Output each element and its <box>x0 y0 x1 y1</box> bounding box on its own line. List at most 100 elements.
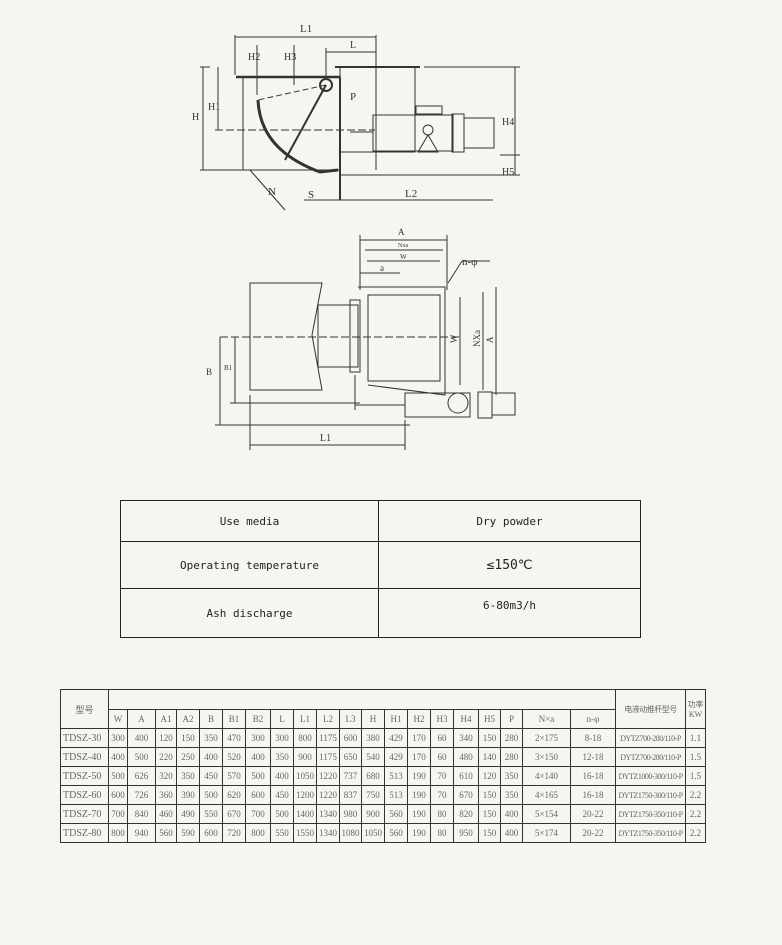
value-cell: 560 <box>384 823 408 843</box>
value-cell: 20-22 <box>570 804 616 824</box>
column-header: A2 <box>176 709 200 729</box>
value-cell: 837 <box>339 785 362 805</box>
value-cell: 470 <box>222 728 246 748</box>
model-cell: TDSZ-50 <box>60 766 109 786</box>
value-cell: 250 <box>176 747 200 767</box>
value-cell: 4×165 <box>522 785 571 805</box>
value-cell: 3×150 <box>522 747 571 767</box>
value-cell: 480 <box>453 747 479 767</box>
value-cell: 1175 <box>316 728 340 748</box>
value-cell: 170 <box>407 728 431 748</box>
value-cell: 750 <box>361 785 385 805</box>
drawing-label: H4 <box>502 117 514 128</box>
value-cell: 670 <box>222 804 246 824</box>
value-cell: 650 <box>339 747 362 767</box>
motor-cell: DYTZ700-280/110-P <box>615 747 686 767</box>
column-header: H4 <box>453 709 479 729</box>
value-cell: 170 <box>407 747 431 767</box>
value-cell: 737 <box>339 766 362 786</box>
value-cell: 450 <box>270 785 294 805</box>
value-cell: 550 <box>270 823 294 843</box>
value-cell: 626 <box>127 766 156 786</box>
drawing-label: n-φ <box>462 256 478 268</box>
value-cell: 800 <box>293 728 317 748</box>
value-cell: 840 <box>127 804 156 824</box>
header-blank <box>108 689 616 710</box>
value-cell: 150 <box>478 804 501 824</box>
column-header: B <box>199 709 223 729</box>
value-cell: 680 <box>361 766 385 786</box>
model-header: 型号 <box>60 689 109 729</box>
column-header: B2 <box>245 709 271 729</box>
drawing-label: S <box>308 189 314 201</box>
drawing-label: B <box>206 367 212 377</box>
value-cell: 150 <box>478 728 501 748</box>
value-cell: 70 <box>430 766 454 786</box>
value-cell: 700 <box>108 804 128 824</box>
top-view-drawing: A Nxa W a n-φ W NXa A B B1 L1 <box>206 227 516 450</box>
value-cell: 390 <box>176 785 200 805</box>
drawing-label: L <box>350 40 356 51</box>
value-cell: 980 <box>339 804 362 824</box>
drawing-label: H3 <box>284 52 296 63</box>
column-header: H1 <box>384 709 408 729</box>
value-cell: 900 <box>361 804 385 824</box>
drawing-label: H <box>192 112 199 123</box>
value-cell: 280 <box>500 747 523 767</box>
value-cell: 380 <box>361 728 385 748</box>
model-cell: TDSZ-60 <box>60 785 109 805</box>
value-cell: 190 <box>407 766 431 786</box>
value-cell: 5×174 <box>522 823 571 843</box>
value-cell: 1080 <box>339 823 362 843</box>
value-cell: 350 <box>176 766 200 786</box>
value-cell: 1050 <box>293 766 317 786</box>
motor-cell: DYTZ1750-350/110-P <box>615 804 686 824</box>
value-cell: 940 <box>127 823 156 843</box>
value-cell: 490 <box>176 804 200 824</box>
value-cell: 520 <box>222 747 246 767</box>
column-header: B1 <box>222 709 246 729</box>
motor-header: 电液动推杆型号 <box>615 689 686 729</box>
column-header: H <box>361 709 385 729</box>
value-cell: 5×154 <box>522 804 571 824</box>
spec-label: Ash discharge <box>120 588 379 638</box>
value-cell: 190 <box>407 785 431 805</box>
column-header: W <box>108 709 128 729</box>
value-cell: 4×140 <box>522 766 571 786</box>
value-cell: 500 <box>270 804 294 824</box>
value-cell: 1340 <box>316 823 340 843</box>
value-cell: 8-18 <box>570 728 616 748</box>
column-header: H3 <box>430 709 454 729</box>
value-cell: 350 <box>500 766 523 786</box>
power-cell: 2.2 <box>685 785 706 805</box>
value-cell: 800 <box>245 823 271 843</box>
drawing-label: Nxa <box>398 243 408 249</box>
value-cell: 400 <box>500 823 523 843</box>
value-cell: 513 <box>384 766 408 786</box>
value-cell: 700 <box>245 804 271 824</box>
spec-label: Operating temperature <box>120 541 379 589</box>
value-cell: 450 <box>199 766 223 786</box>
value-cell: 150 <box>478 785 501 805</box>
column-header: N×a <box>522 709 571 729</box>
value-cell: 350 <box>500 785 523 805</box>
value-cell: 2×175 <box>522 728 571 748</box>
power-header: 功率KW <box>685 689 706 729</box>
value-cell: 460 <box>155 804 177 824</box>
model-cell: TDSZ-30 <box>60 728 109 748</box>
value-cell: 1175 <box>316 747 340 767</box>
value-cell: 120 <box>478 766 501 786</box>
value-cell: 70 <box>430 785 454 805</box>
value-cell: 670 <box>453 785 479 805</box>
value-cell: 150 <box>478 823 501 843</box>
value-cell: 400 <box>199 747 223 767</box>
value-cell: 300 <box>270 728 294 748</box>
value-cell: 720 <box>222 823 246 843</box>
value-cell: 400 <box>245 747 271 767</box>
value-cell: 950 <box>453 823 479 843</box>
